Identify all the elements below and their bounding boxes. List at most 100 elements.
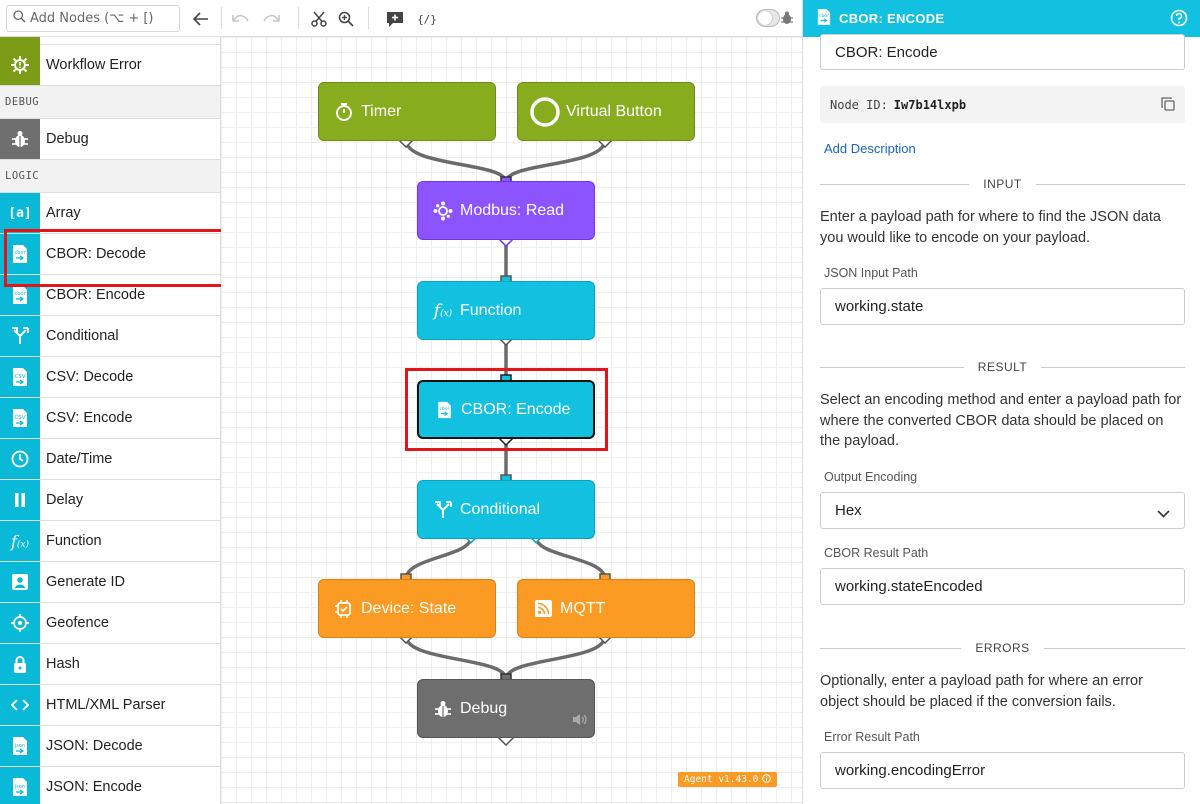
palette-item-label: JSON: Decode xyxy=(46,738,143,754)
scissors-icon xyxy=(311,11,327,27)
template-variable-button[interactable]: {/} xyxy=(413,7,441,31)
device-state-icon xyxy=(333,598,355,620)
node-label: CBOR: Encode xyxy=(461,400,571,418)
json-decode-icon: json xyxy=(0,726,40,766)
output-encoding-label: Output Encoding xyxy=(824,470,918,484)
wire-conditional-device xyxy=(404,536,473,580)
input-description: Enter a payload path for where to find t… xyxy=(820,209,1161,246)
palette-item-html-xml-parser[interactable]: HTML/XML Parser xyxy=(0,685,220,726)
node-modbus-read[interactable]: Modbus: Read xyxy=(417,181,595,240)
help-icon[interactable] xyxy=(1170,9,1188,27)
debug-toggle[interactable] xyxy=(756,9,780,27)
node-cbor-encode[interactable]: cbor CBOR: Encode xyxy=(417,380,595,439)
palette-item-geofence[interactable]: Geofence xyxy=(0,603,220,644)
palette-item-label: Function xyxy=(46,533,102,549)
clock-icon xyxy=(0,439,40,479)
workflow-canvas[interactable]: Timer Virtual Button Modbus: Read f(x) F… xyxy=(221,37,802,804)
cut-button[interactable] xyxy=(307,7,331,31)
circle-icon xyxy=(530,96,560,127)
array-icon: [a] xyxy=(0,193,40,233)
json-input-path-field[interactable] xyxy=(820,288,1185,325)
palette-item-array[interactable]: [a] Array xyxy=(0,193,220,234)
svg-text:!: ! xyxy=(18,61,22,70)
node-properties-panel: cbor CBOR: ENCODE Node ID: Iw7b14lxpb Ad… xyxy=(802,0,1200,804)
function-icon: f(x) xyxy=(433,300,453,321)
zoom-in-icon xyxy=(338,11,354,27)
cbor-result-path-label: CBOR Result Path xyxy=(824,546,929,560)
palette-item-json-encode[interactable]: json JSON: Encode xyxy=(0,767,220,804)
output-encoding-select[interactable]: Hex xyxy=(820,492,1185,529)
workflow-error-icon: ! xyxy=(0,45,40,85)
palette-item-cbor-encode[interactable]: cbor CBOR: Encode xyxy=(0,275,220,316)
zoom-button[interactable] xyxy=(334,7,358,31)
csv-encode-icon: CSV xyxy=(0,398,40,438)
json-encode-icon: json xyxy=(0,767,40,804)
lock-icon xyxy=(0,644,40,684)
toolbar-divider xyxy=(368,7,369,29)
result-description: Select an encoding method and enter a pa… xyxy=(820,392,1182,449)
section-divider-input: INPUT xyxy=(820,177,1185,191)
wire-mqtt-debug xyxy=(504,635,607,680)
palette-section-logic: LOGIC xyxy=(0,160,220,193)
panel-header: cbor CBOR: ENCODE xyxy=(803,0,1200,37)
palette-item-hash[interactable]: Hash xyxy=(0,644,220,685)
errors-description: Optionally, enter a payload path for whe… xyxy=(820,673,1143,710)
add-nodes-search[interactable] xyxy=(6,5,180,32)
back-button[interactable] xyxy=(189,7,213,31)
section-divider-errors: ERRORS xyxy=(820,641,1185,655)
node-mqtt[interactable]: MQTT xyxy=(517,579,695,638)
palette-item-label: Date/Time xyxy=(46,451,113,467)
undo-button[interactable] xyxy=(229,7,253,31)
node-id-value: Iw7b14lxpb xyxy=(893,97,967,112)
node-function[interactable]: f(x) Function xyxy=(417,281,595,340)
palette-item-json-decode[interactable]: json JSON: Decode xyxy=(0,726,220,767)
palette-item-csv-decode[interactable]: CSV CSV: Decode xyxy=(0,357,220,398)
agent-version-text: Agent v1.43.0 xyxy=(684,774,759,785)
error-result-path-field[interactable] xyxy=(820,752,1185,789)
panel-title: CBOR: ENCODE xyxy=(839,11,945,26)
arrow-left-icon xyxy=(193,12,208,26)
palette-item-function[interactable]: f(x) Function xyxy=(0,521,220,562)
palette-item-partial xyxy=(0,37,220,45)
add-annotation-button[interactable] xyxy=(383,7,407,31)
palette-item-csv-encode[interactable]: CSV CSV: Encode xyxy=(0,398,220,439)
svg-text:cbor: cbor xyxy=(14,291,26,297)
undo-icon xyxy=(232,14,249,22)
palette-item-date-time[interactable]: Date/Time xyxy=(0,439,220,480)
palette-item-label: Generate ID xyxy=(46,574,125,590)
node-timer[interactable]: Timer xyxy=(318,82,496,141)
wire-conditional-mqtt xyxy=(534,536,607,580)
copy-icon[interactable] xyxy=(1161,97,1175,111)
palette-item-label: JSON: Encode xyxy=(46,779,142,795)
add-description-link[interactable]: Add Description xyxy=(824,141,916,156)
palette-item-label: CBOR: Encode xyxy=(46,287,146,303)
cbor-result-path-field[interactable] xyxy=(820,568,1185,605)
node-debug[interactable]: Debug xyxy=(417,679,595,738)
search-input[interactable] xyxy=(30,11,170,26)
id-card-icon xyxy=(0,562,40,602)
section-divider-result: RESULT xyxy=(820,360,1186,374)
palette-item-conditional[interactable]: Conditional xyxy=(0,316,220,357)
node-device-state[interactable]: Device: State xyxy=(318,579,496,638)
bug-icon xyxy=(0,119,40,159)
node-label: Timer xyxy=(361,102,402,120)
toolbar-divider xyxy=(221,7,222,29)
comment-plus-icon xyxy=(387,11,403,27)
redo-button[interactable] xyxy=(259,7,283,31)
node-label: Function xyxy=(460,301,522,319)
palette-item-workflow-error[interactable]: ! Workflow Error xyxy=(0,45,220,86)
template-braces-icon: {/} xyxy=(417,12,437,26)
wire-device-debug xyxy=(404,635,508,680)
palette-item-label: Array xyxy=(46,205,81,221)
node-conditional[interactable]: Conditional xyxy=(417,480,595,539)
svg-text:cbor: cbor xyxy=(14,250,26,256)
palette-item-debug[interactable]: Debug xyxy=(0,119,220,160)
pause-icon xyxy=(0,480,40,520)
palette-item-delay[interactable]: Delay xyxy=(0,480,220,521)
svg-text:CSV: CSV xyxy=(14,415,25,421)
agent-version-badge[interactable]: Agent v1.43.0 xyxy=(678,772,778,787)
node-virtual-button[interactable]: Virtual Button xyxy=(517,82,695,141)
palette-item-generate-id[interactable]: Generate ID xyxy=(0,562,220,603)
node-name-input[interactable] xyxy=(820,34,1185,70)
code-icon xyxy=(0,685,40,725)
